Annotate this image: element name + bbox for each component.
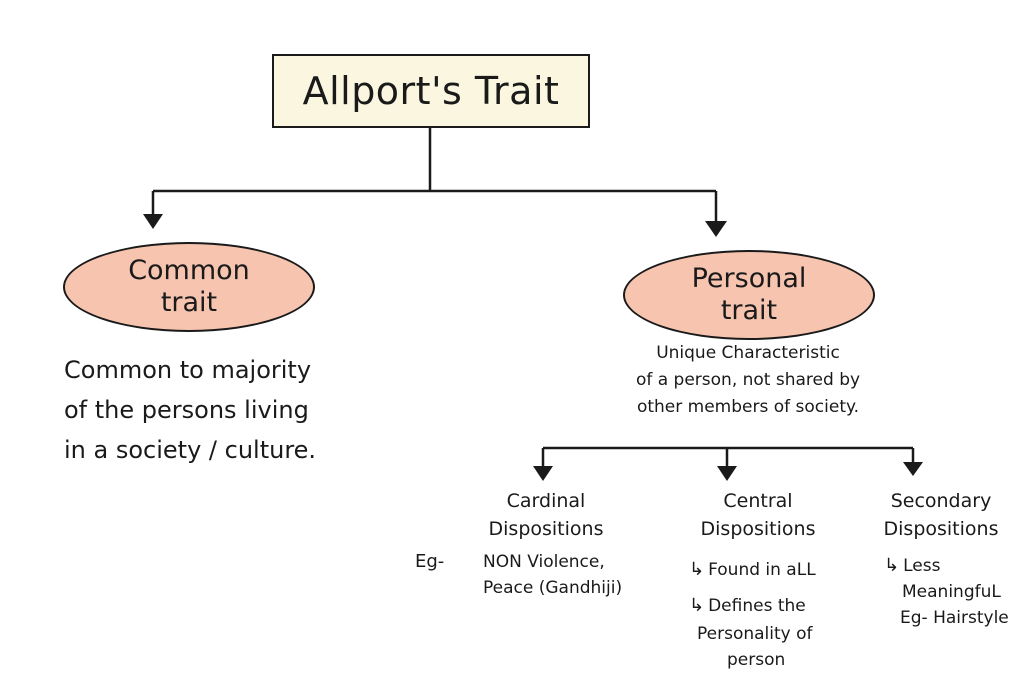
central-title-line1: Central bbox=[723, 490, 793, 512]
common-desc-line: of the persons living bbox=[64, 396, 309, 424]
cardinal-dispositions-title: Cardinal Dispositions bbox=[466, 487, 626, 543]
secondary-bullet1-text: Less bbox=[903, 556, 941, 576]
arrowhead-common bbox=[143, 214, 163, 229]
common-desc-line: in a society / culture. bbox=[64, 436, 317, 464]
personal-trait-label-line2: trait bbox=[720, 295, 778, 326]
secondary-bullet-less-meaningful: ↳Less bbox=[884, 553, 940, 579]
central-bullet2-line3: person bbox=[727, 650, 786, 670]
personal-desc-line: Unique Characteristic bbox=[656, 343, 840, 363]
cardinal-eg-label: Eg- bbox=[415, 551, 445, 572]
cardinal-example: NON Violence, Peace (Gandhiji) bbox=[483, 549, 622, 601]
cardinal-example-line: Peace (Gandhiji) bbox=[483, 578, 623, 598]
secondary-title-line1: Secondary bbox=[890, 490, 992, 512]
secondary-title-line2: Dispositions bbox=[883, 518, 999, 540]
central-bullet-found-in-all: ↳Found in aLL bbox=[689, 557, 816, 583]
common-desc-line: Common to majority bbox=[64, 356, 312, 384]
personal-trait-label-line1: Personal bbox=[691, 263, 807, 294]
return-arrow-icon: ↳ bbox=[884, 555, 900, 576]
personal-desc-line: of a person, not shared by bbox=[635, 370, 861, 390]
common-trait-label-line2: trait bbox=[160, 287, 218, 318]
cardinal-title-line2: Dispositions bbox=[488, 518, 604, 540]
arrowhead-central bbox=[717, 466, 737, 481]
personal-desc-line: other members of society. bbox=[636, 397, 860, 417]
arrowhead-secondary bbox=[903, 462, 923, 476]
common-trait-label-line1: Common bbox=[128, 255, 250, 286]
common-trait-description: Common to majority of the persons living… bbox=[64, 350, 424, 470]
cardinal-title-line1: Cardinal bbox=[506, 490, 586, 512]
cardinal-example-line: NON Violence, bbox=[483, 552, 605, 572]
secondary-example: Eg- Hairstyle bbox=[900, 608, 1009, 628]
return-arrow-icon: ↳ bbox=[689, 595, 705, 616]
central-bullet-defines: ↳Defines the bbox=[689, 593, 806, 619]
central-bullet2-line2: Personality of bbox=[697, 624, 813, 644]
central-bullet2-text: Defines the bbox=[708, 596, 806, 616]
title-box: Allport's Trait bbox=[272, 54, 590, 128]
central-title-line2: Dispositions bbox=[700, 518, 816, 540]
return-arrow-icon: ↳ bbox=[689, 559, 705, 580]
common-trait-node: Common trait bbox=[63, 242, 315, 332]
personal-trait-node: Personal trait bbox=[623, 250, 875, 340]
secondary-bullet1-line2: MeaningfuL bbox=[902, 582, 1001, 602]
title-text: Allport's Trait bbox=[302, 69, 560, 113]
secondary-dispositions-title: Secondary Dispositions bbox=[866, 487, 1016, 543]
arrowhead-cardinal bbox=[533, 466, 553, 481]
arrowhead-personal bbox=[705, 221, 727, 237]
personal-trait-description: Unique Characteristic of a person, not s… bbox=[583, 340, 913, 421]
central-bullet1-text: Found in aLL bbox=[708, 560, 816, 580]
central-dispositions-title: Central Dispositions bbox=[683, 487, 833, 543]
